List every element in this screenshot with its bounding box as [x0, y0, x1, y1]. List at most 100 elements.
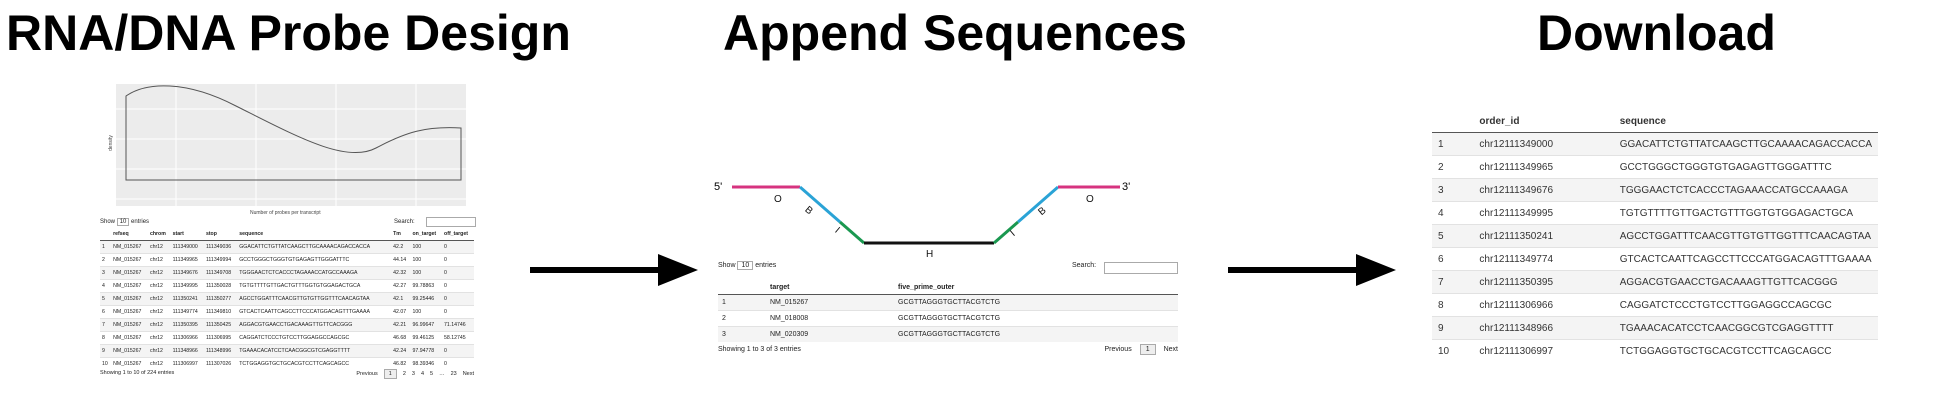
- row-index-cell: 8: [1432, 293, 1474, 317]
- pager-page[interactable]: 4: [420, 371, 424, 377]
- start-cell: 111349995: [170, 279, 204, 293]
- pager-page[interactable]: 3: [411, 371, 415, 377]
- row-index-cell: 2: [1432, 155, 1474, 179]
- target-cell: NM_015267: [766, 294, 894, 311]
- heading-append-sequences: Append Sequences: [723, 5, 1187, 61]
- density-plot: [116, 84, 466, 206]
- refseq-cell: NM_015267: [111, 292, 148, 306]
- sequence-cell: TGAAACACATCCTCAACGGCGTCGAGGTTTT: [237, 344, 392, 358]
- chrom-cell: chr12: [147, 305, 171, 319]
- row-index-cell: 3: [718, 326, 766, 342]
- on-target-cell: 99.25446: [410, 292, 443, 306]
- col-index[interactable]: [1432, 110, 1474, 133]
- start-cell: 111349000: [170, 240, 204, 254]
- chrom-cell: chr12: [147, 331, 171, 345]
- refseq-cell: NM_015267: [111, 279, 148, 293]
- search-input[interactable]: [426, 217, 476, 227]
- col-order-id[interactable]: order_id: [1473, 110, 1614, 133]
- col-sequence[interactable]: sequence: [1613, 110, 1878, 133]
- entries-control: Show 10 entries: [718, 261, 776, 270]
- entries-select[interactable]: 10: [116, 218, 130, 226]
- five-prime-outer-cell: GCGTTAGGGTGCTTACGTCTG: [894, 310, 1178, 327]
- col-five-prime-outer[interactable]: five_prime_outer: [894, 280, 1178, 295]
- start-cell: 111349774: [170, 305, 204, 319]
- col-index[interactable]: [718, 280, 766, 295]
- sequence-cell: GTCACTCAATTCAGCCTTCCCATGGACAGTTTGAAAA: [1613, 247, 1878, 271]
- pager-next[interactable]: Next: [462, 371, 474, 377]
- sequence-cell: TGTGTTTTGTTGACTGTTTGGTGTGGAGACTGCA: [1613, 201, 1878, 225]
- col-chrom[interactable]: chrom: [147, 228, 171, 241]
- order-id-cell: chr12111349676: [1473, 178, 1614, 202]
- off-target-cell: 71.14746: [442, 318, 474, 332]
- stop-cell: 111348996: [203, 344, 238, 358]
- pager-page[interactable]: 1: [383, 369, 397, 379]
- pager-page[interactable]: 5: [430, 371, 434, 377]
- pager-previous[interactable]: Previous: [1104, 346, 1132, 353]
- col-index[interactable]: [100, 228, 112, 241]
- pager-next[interactable]: Next: [1163, 346, 1178, 353]
- stop-cell: 111306995: [203, 331, 238, 345]
- col-refseq[interactable]: refseq: [111, 228, 148, 241]
- pager-previous[interactable]: Previous: [356, 371, 378, 377]
- arrow-right-icon: [1228, 254, 1396, 286]
- sequence-cell: AGGACGTGAACCTGACAAAGTTGTTCACGGG: [1613, 270, 1878, 294]
- order-id-cell: chr12111349774: [1473, 247, 1614, 271]
- col-stop[interactable]: stop: [203, 228, 238, 241]
- segment-label: I: [832, 225, 841, 235]
- tm-cell: 44.14: [391, 253, 411, 267]
- append-sequences-panel: Show 10 entries Search: target five_prim…: [718, 261, 1178, 362]
- segment-label: H: [926, 249, 933, 260]
- plot-xlabel: Number of probes per transcript: [250, 210, 321, 216]
- heading-probe-design: RNA/DNA Probe Design: [6, 5, 571, 61]
- append-table-pager: Previous 1 Next: [1104, 344, 1178, 355]
- col-tm[interactable]: Tm: [391, 228, 411, 241]
- order-id-cell: chr12111306966: [1473, 293, 1614, 317]
- col-target[interactable]: target: [766, 280, 894, 295]
- pager-page[interactable]: 2: [402, 371, 406, 377]
- search-input[interactable]: [1104, 262, 1178, 274]
- off-target-cell: 0: [442, 357, 474, 370]
- pager-page[interactable]: 1: [1139, 344, 1156, 355]
- off-target-cell: 58.12745: [442, 331, 474, 345]
- col-on-target[interactable]: on_target: [410, 228, 443, 241]
- entries-select[interactable]: 10: [737, 261, 754, 270]
- row-index-cell: 1: [100, 240, 112, 254]
- row-index-cell: 4: [1432, 201, 1474, 225]
- off-target-cell: 0: [442, 305, 474, 319]
- col-start[interactable]: start: [170, 228, 204, 241]
- order-id-cell: chr12111348966: [1473, 316, 1614, 340]
- probe-structure-diagram: 5' 3' O B I H I B O: [714, 181, 1130, 260]
- pager-page[interactable]: 23: [450, 371, 457, 377]
- sequence-cell: AGGACGTGAACCTGACAAAGTTGTTCACGGG: [237, 318, 392, 332]
- stop-cell: 111307026: [203, 357, 238, 370]
- start-cell: 111306966: [170, 331, 204, 345]
- start-cell: 111350241: [170, 292, 204, 306]
- col-sequence[interactable]: sequence: [237, 228, 392, 241]
- sequence-cell: AGCCTGGATTTCAACGTTGTGTTGGTTTCAACAGTAA: [1613, 224, 1878, 248]
- col-off-target[interactable]: off_target: [442, 228, 474, 241]
